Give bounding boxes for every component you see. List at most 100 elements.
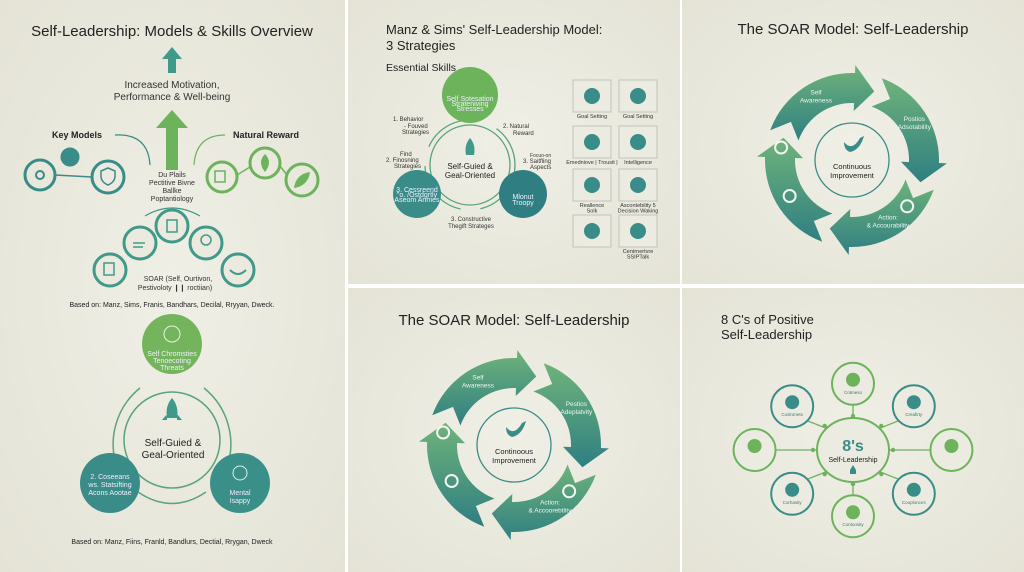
segment-label: & Accourability [867, 222, 910, 229]
rocket-icon [162, 398, 182, 420]
outcome-line-1: Increased Motivation, [124, 80, 219, 91]
scales-icon [630, 223, 646, 239]
skill-label: Solk [587, 209, 598, 215]
panel-title: Manz & Sims' Self-Leadership Model: [386, 22, 602, 37]
left-node-label: 3. Cessreend [396, 187, 438, 194]
segment-label: Self [810, 90, 821, 97]
connector-dot [822, 423, 827, 429]
right-node-label: Mlonut [512, 194, 533, 201]
center-text-line: Pectitive Bivne [149, 180, 195, 187]
top-node-label: Threats [160, 365, 184, 372]
right-node-label: Mental [229, 490, 250, 497]
document-icon [166, 219, 178, 233]
natural-reward-label: Natural Reward [233, 130, 299, 140]
strategy-label: Aspects [530, 165, 551, 171]
skill-label: Centrnertvre [623, 249, 654, 255]
segment-label: Adsotability [898, 124, 932, 131]
c-node-label: Contoosity [842, 522, 864, 527]
center-text-line: Ballke [162, 188, 181, 195]
panel-overview: Self-Leadership: Models & Skills Overvie… [0, 0, 345, 572]
gear-icon [60, 147, 80, 167]
segment-label: Awareness [800, 98, 833, 105]
left-node-label: 2. Coseeans [90, 474, 130, 481]
center-label: Continoous [495, 447, 533, 456]
essential-skills-heading: Essential Skills [386, 62, 456, 74]
panel-8cs: 8 C's of Positive Self-Leadership Cotmes… [682, 288, 1024, 572]
top-node-label: Strateniving [452, 101, 489, 108]
natural-reward-icons [205, 146, 320, 198]
right-node-label: Isappy [230, 498, 251, 505]
inner-cycle-ring [814, 122, 890, 198]
cycle-arrow-segment [770, 65, 875, 141]
clipboard-icon [782, 189, 797, 203]
skill-label: Decision Waking [618, 209, 659, 215]
overview-diagram: Self-Leadership: Models & Skills Overvie… [23, 23, 320, 546]
left-node-label: "o. /Ostdgrtly [397, 192, 438, 199]
heart-icon [584, 88, 600, 104]
connector-dot [890, 447, 896, 453]
c-node-label: Creafirty [905, 412, 923, 417]
key-models-icons [23, 147, 126, 195]
bird-icon [506, 421, 526, 437]
left-node-label: ws. Statsifting [87, 482, 131, 489]
strategy-label: Find [400, 152, 412, 158]
segment-label: Postios [904, 116, 926, 123]
shield-icon [100, 167, 116, 186]
strategy-label: Strategies [402, 130, 429, 136]
meditation-icon [785, 395, 800, 410]
manz-sims-diagram: Manz & Sims' Self-Leadership Model: 3 St… [386, 22, 659, 261]
clock-icon [906, 395, 921, 410]
center-label: Improvement [492, 456, 537, 465]
list-icon [133, 242, 145, 248]
strategy-label: Strategies [394, 164, 421, 170]
self-guided-cycle [80, 314, 270, 513]
brain-icon [232, 465, 248, 481]
big-arrow-up-icon [156, 110, 188, 170]
question-icon [785, 482, 800, 497]
skill-label: Ascontebility 5 [620, 203, 655, 209]
segment-label: Awareness [462, 383, 495, 390]
brain-icon [584, 134, 600, 150]
outcome-line-2: Performance & Well-being [114, 92, 231, 103]
person-icon [774, 140, 789, 155]
cycle-arrow-segment [419, 422, 495, 527]
segment-label: Pestios [566, 401, 588, 408]
center-title: Geal-Oriented [142, 450, 205, 461]
left-node-label: Acons Aootae [88, 490, 131, 497]
soar-text: Pestivoloty ❙❙ roctiian) [138, 284, 212, 292]
based-on-citation: Based on: Manz, Fiins, Franld, Bandlurs,… [71, 539, 273, 546]
gears-icon [35, 170, 45, 180]
c-node-label: Cotmeso [844, 390, 863, 395]
chat-icon [584, 223, 600, 239]
segment-label: Action: [878, 214, 898, 221]
panel-title: The SOAR Model: Self-Leadership [399, 312, 630, 329]
skill-label: Reallence [580, 203, 604, 209]
top-node-label: Stresses [456, 106, 484, 113]
key-models-label: Key Models [52, 130, 102, 140]
bird-icon [846, 372, 860, 387]
person-icon [747, 439, 762, 453]
top-node [142, 314, 202, 374]
c-node-label: Coslnrnets [781, 412, 803, 417]
top-node-label: Self Chromsties [147, 351, 197, 358]
panel-title: 3 Strategies [386, 38, 456, 53]
cycle-arrow-segment [491, 464, 596, 540]
strategy-label: 1. Behavior [393, 117, 423, 123]
center-hub [816, 417, 890, 483]
connector-dot [822, 471, 827, 477]
strategy-labels: 1. Behavior - Fouved Strategies Find 2. … [386, 117, 551, 230]
clipboard-icon [103, 262, 115, 276]
skill-label: Goal Setting [577, 114, 607, 120]
panel-title: 8 C's of Positive [721, 312, 814, 327]
right-node [499, 170, 547, 218]
clipboard-icon [444, 474, 459, 488]
based-on-citation: Based on: Manz, Sims, Franis, Bandhars, … [69, 302, 274, 309]
center-label: Improvement [830, 171, 875, 180]
rocket-icon [850, 465, 856, 474]
center-title: Self-Guied & [145, 438, 202, 449]
c-node-label: Cooplonces [902, 500, 927, 505]
leaf-icon [261, 154, 269, 172]
skill-label: SSIPTalk [627, 255, 650, 261]
skills-arc-icons [92, 207, 256, 288]
